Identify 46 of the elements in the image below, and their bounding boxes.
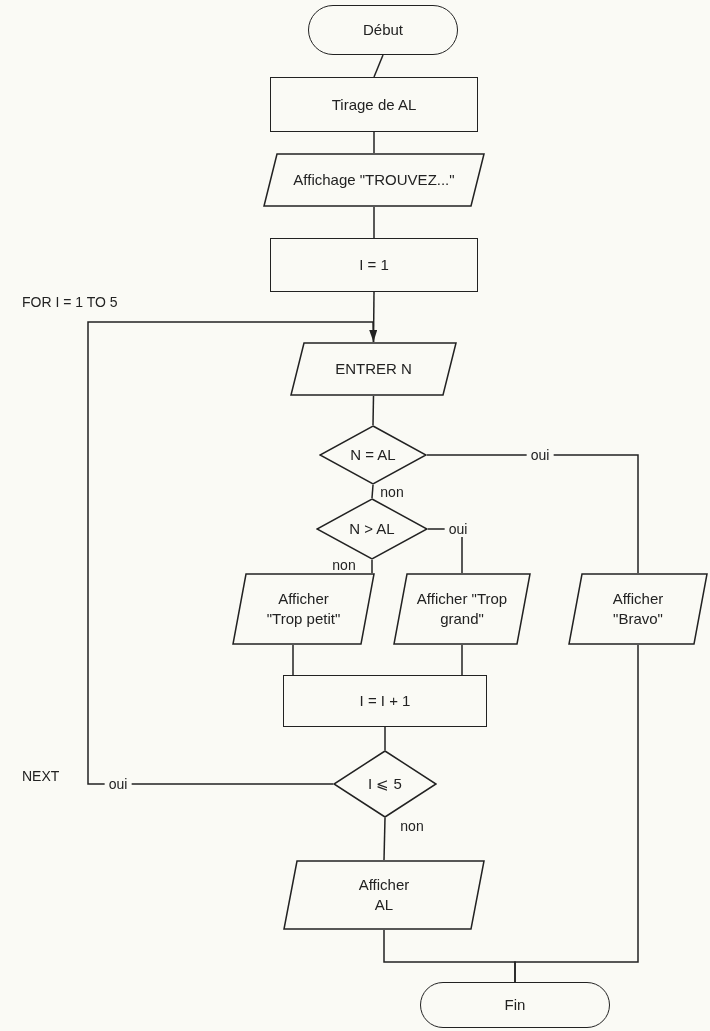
node-text: Affichage "TROUVEZ..." [293, 170, 455, 190]
node-text: Afficher AL [357, 875, 411, 915]
decision-diamond [316, 498, 428, 560]
edge-label: non [331, 557, 357, 573]
node-text: Afficher "Trop petit" [265, 589, 342, 629]
io-parallelogram [568, 573, 708, 645]
connector-line [372, 395, 375, 426]
node-text: ENTRER N [335, 359, 412, 379]
node-text: I = 1 [359, 255, 389, 275]
connector-line [371, 559, 373, 574]
node-text: Début [363, 20, 403, 40]
connector-line [384, 726, 386, 751]
node-text: Afficher "Bravo" [611, 589, 665, 629]
node-text: N > AL [349, 519, 395, 539]
connector-line [373, 206, 375, 239]
connector-line [461, 644, 463, 676]
edge-label: oui [526, 447, 554, 463]
io-parallelogram [290, 342, 457, 396]
decision-diamond [319, 425, 427, 485]
loop-label: FOR I = 1 TO 5 [22, 294, 118, 310]
node-text: N = AL [350, 445, 396, 465]
node-text: Tirage de AL [331, 94, 417, 115]
connector-line [373, 54, 384, 78]
io-parallelogram [393, 573, 531, 645]
connector-line [383, 817, 386, 861]
edge-label: non [379, 484, 405, 500]
io-parallelogram [283, 860, 485, 930]
node-text: I ⩽ 5 [368, 774, 402, 794]
process-box [270, 238, 478, 292]
decision-diamond [333, 750, 437, 818]
connector-line [514, 644, 639, 983]
node-text: Fin [504, 995, 526, 1015]
connector-line [426, 454, 639, 574]
connector-line [373, 131, 375, 154]
process-box [270, 77, 478, 132]
node-text: Afficher "Trop grand" [415, 589, 509, 629]
node-text: I = I + 1 [359, 691, 411, 711]
edge-label: oui [104, 776, 132, 792]
io-parallelogram [232, 573, 375, 645]
io-parallelogram [263, 153, 485, 207]
connector-line [87, 321, 378, 785]
connector-line [371, 484, 374, 499]
connector-line [292, 644, 294, 676]
edge-label: non [399, 818, 425, 834]
process-box [283, 675, 487, 727]
loop-label: NEXT [22, 768, 60, 784]
